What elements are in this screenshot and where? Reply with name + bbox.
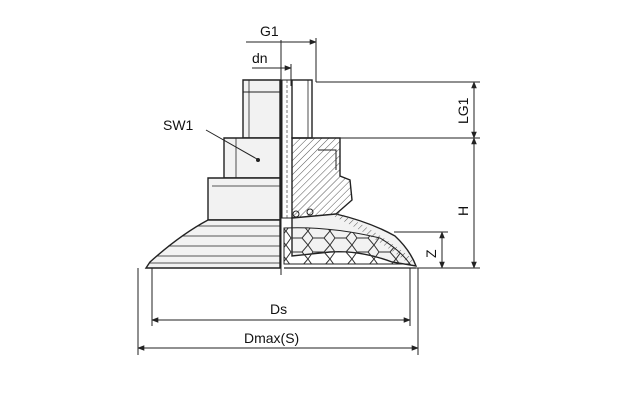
thread-section: [291, 79, 313, 139]
hex-nut-outline: [223, 137, 281, 179]
collar-outline: [207, 177, 281, 221]
dimension-lines: [137, 38, 480, 355]
cup-exterior-outline: [144, 219, 281, 269]
exterior-view: [144, 79, 281, 269]
label-z: Z: [423, 249, 439, 258]
section-view: [281, 79, 418, 269]
label-dmax: Dmax(S): [244, 330, 299, 346]
label-ds: Ds: [270, 301, 287, 317]
label-sw1: SW1: [163, 117, 194, 133]
label-dn: dn: [252, 50, 268, 66]
honeycomb-support: [283, 227, 411, 265]
label-h: H: [455, 206, 471, 216]
label-g1: G1: [260, 23, 279, 39]
label-lg1: LG1: [455, 97, 471, 124]
thread-stud-outline: [242, 79, 281, 139]
